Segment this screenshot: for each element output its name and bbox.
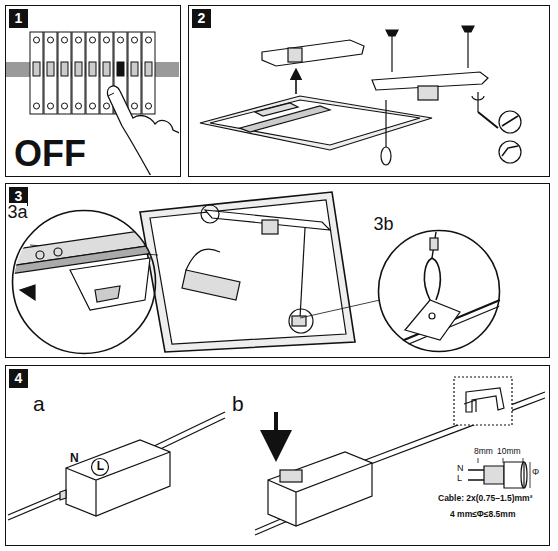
detail-circle: 3a — [11, 209, 157, 355]
terminal-label: N — [70, 452, 79, 465]
step-number: 1 — [9, 9, 28, 28]
circle-outline — [11, 209, 157, 355]
switch-state: OFF — [14, 134, 86, 174]
wire-label: N — [457, 464, 464, 474]
step-number: 4 — [9, 369, 28, 388]
terminal-label: L — [90, 460, 110, 473]
detail-label: 3a — [7, 203, 27, 223]
step-letter: b — [232, 392, 244, 415]
detail-circle: 3b — [377, 229, 501, 353]
dimension: 10mm — [497, 447, 521, 456]
cable-spec: Cable: 2x(0.75–1.5)mm² — [438, 494, 533, 503]
dimension: Φ — [532, 468, 539, 478]
terminal-circle: L — [90, 457, 110, 477]
step-letter: a — [33, 392, 45, 415]
wire-label: L — [457, 474, 462, 484]
step-panel: 2 — [188, 5, 550, 177]
detail-label: 3b — [373, 215, 393, 235]
step-panel: 33a3b — [5, 183, 550, 358]
circle-outline — [377, 229, 501, 353]
dimension: 8mm — [474, 447, 493, 456]
cable-spec: 4 mm≤Φ≤8.5mm — [450, 510, 515, 519]
step-number: 2 — [192, 9, 211, 28]
